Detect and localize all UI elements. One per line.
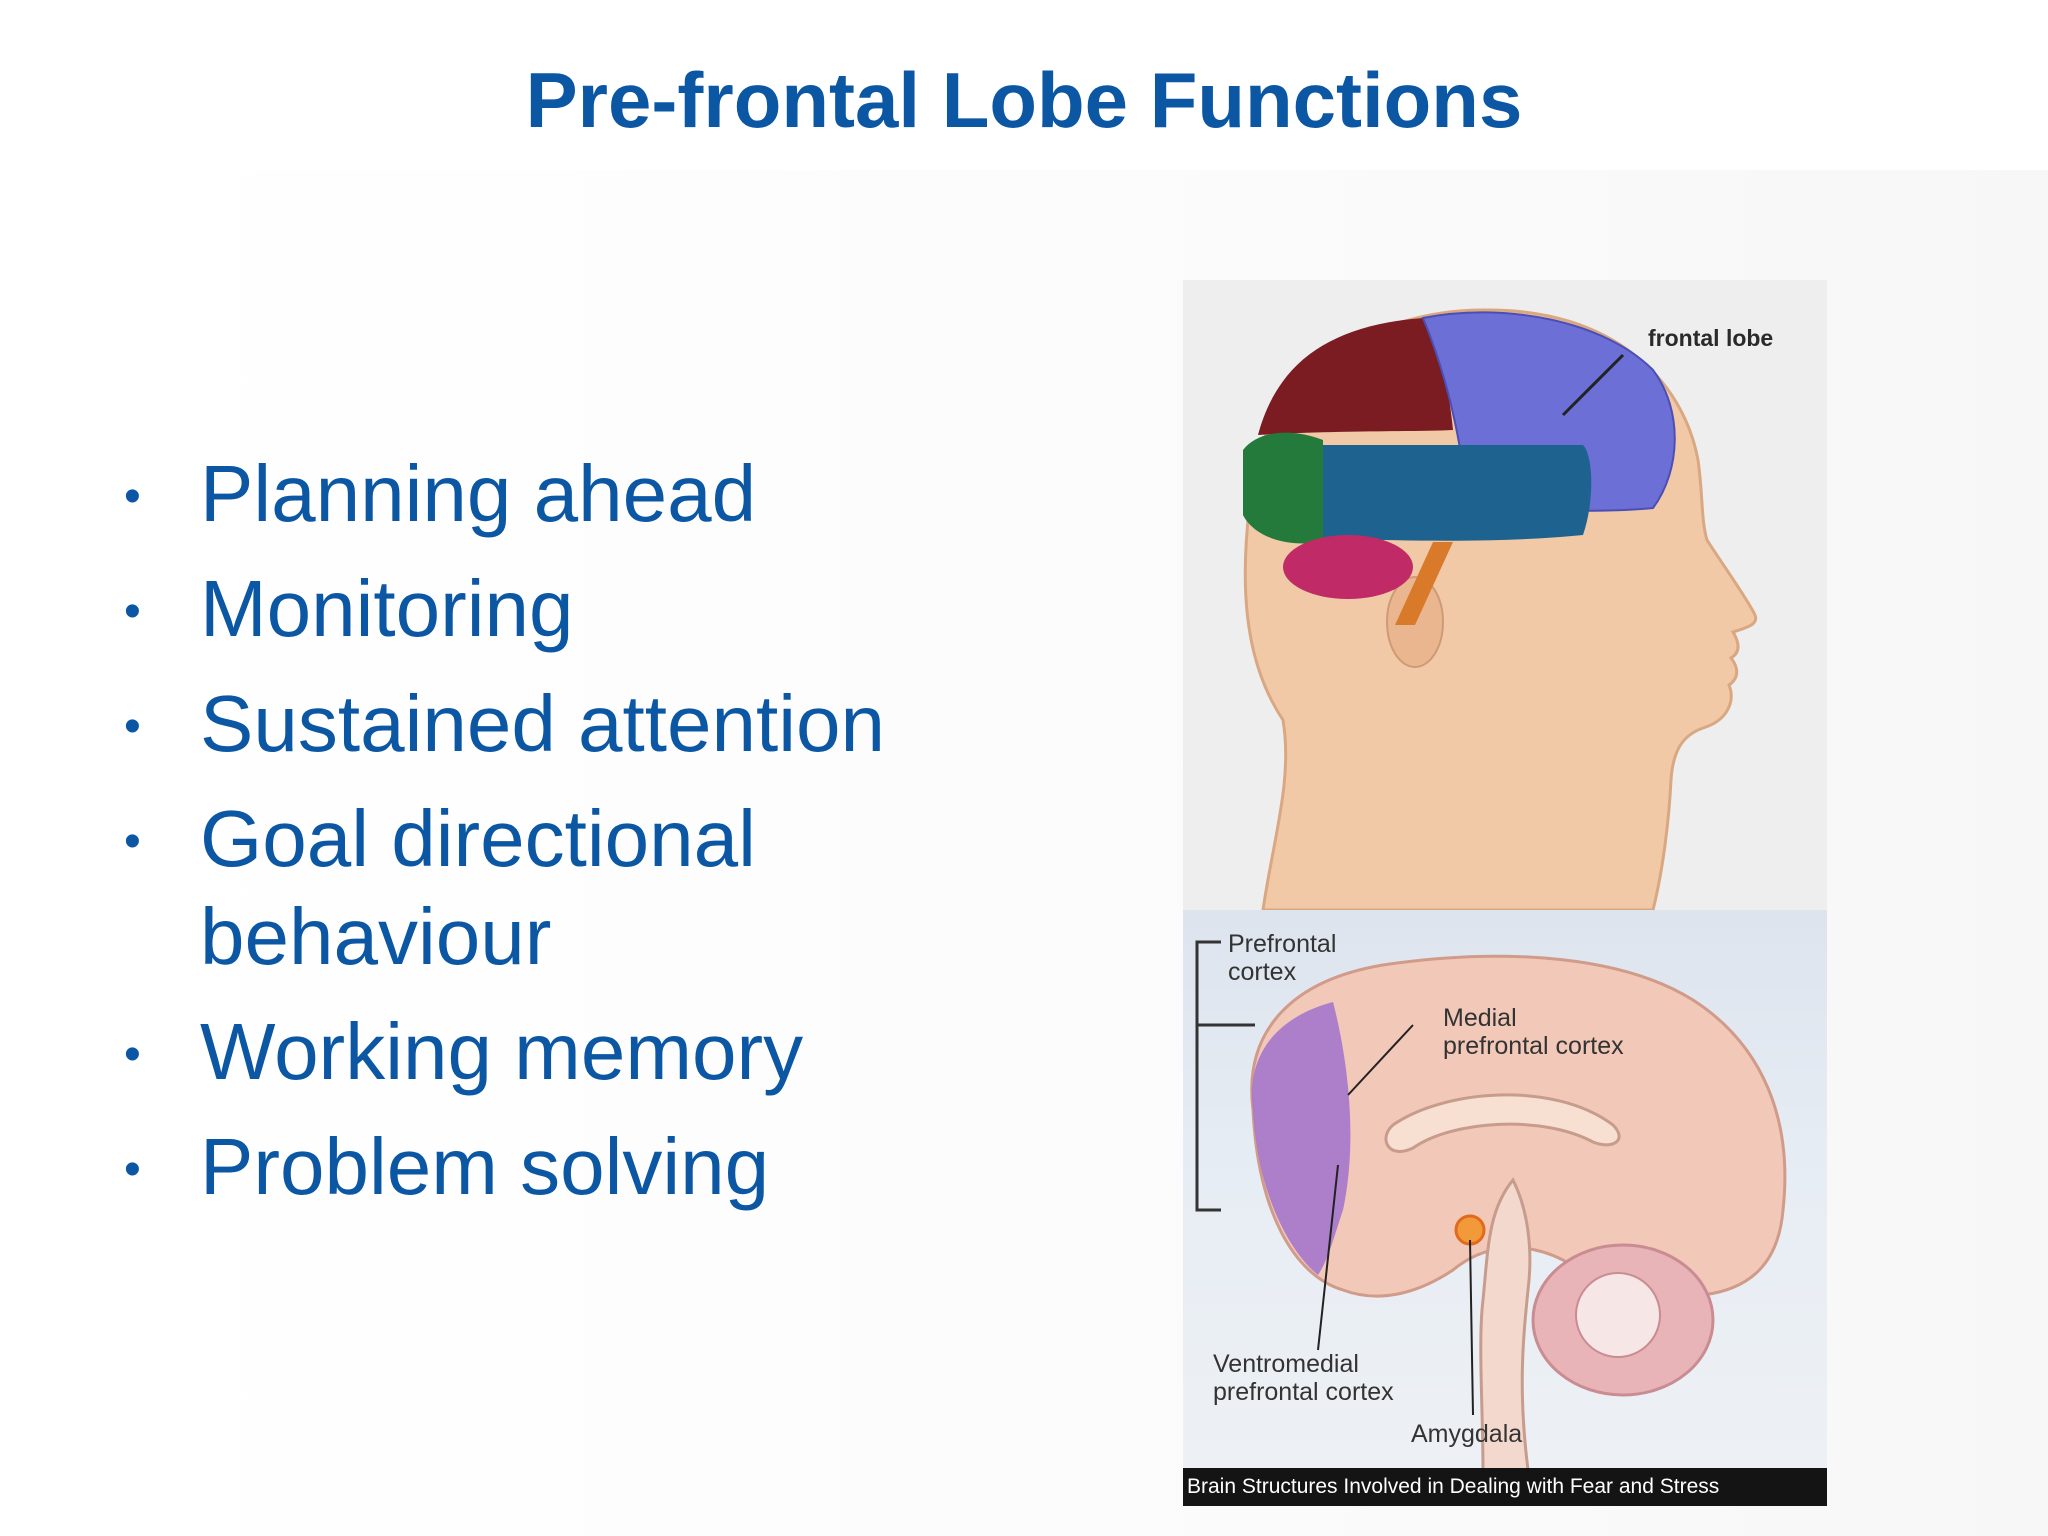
bullet-dot: • bbox=[124, 700, 141, 753]
bullet-dot: • bbox=[124, 585, 141, 638]
amygdala-label: Amygdala bbox=[1411, 1420, 1523, 1448]
bullet-text: Working memory bbox=[200, 1007, 804, 1096]
cerebrum bbox=[1250, 954, 1787, 1300]
bullet-dot: • bbox=[124, 470, 141, 523]
bullet-dot: • bbox=[124, 1143, 141, 1196]
head-profile-drawing bbox=[1243, 308, 1758, 912]
temporal-lobe bbox=[1313, 445, 1592, 541]
brainstem bbox=[1395, 542, 1453, 625]
bullet-dot: • bbox=[124, 1028, 141, 1081]
brain-illustration: frontal lobe bbox=[1183, 280, 1827, 1506]
bullet-item: • Goal directional behaviour bbox=[120, 790, 1020, 986]
arbor-vitae bbox=[1575, 1272, 1661, 1358]
medial-label-line2: prefrontal cortex bbox=[1443, 1032, 1624, 1060]
medial-leader-line bbox=[1347, 1024, 1414, 1096]
head-profile-image: frontal lobe bbox=[1183, 280, 1827, 912]
prefrontal-region bbox=[1251, 1002, 1351, 1275]
image-caption: Brain Structures Involved in Dealing wit… bbox=[1183, 1468, 1827, 1506]
bullet-text: Sustained attention bbox=[200, 679, 885, 768]
medial-label-line1: Medial bbox=[1443, 1004, 1517, 1032]
bullet-item: • Sustained attention bbox=[120, 675, 1020, 773]
ventromedial-label-line1: Ventromedial bbox=[1213, 1350, 1359, 1378]
bullet-dot: • bbox=[124, 815, 141, 868]
bullet-item: • Problem solving bbox=[120, 1118, 1020, 1216]
green-lobe bbox=[1243, 432, 1323, 544]
amygdala-leader-line bbox=[1469, 1239, 1474, 1416]
frontal-lobe-label: frontal lobe bbox=[1648, 325, 1774, 351]
ventromedial-leader-line bbox=[1317, 1164, 1339, 1351]
bullet-item: • Monitoring bbox=[120, 560, 1020, 658]
ventromedial-label-line2: prefrontal cortex bbox=[1213, 1378, 1394, 1406]
bullet-list: • Planning ahead • Monitoring • Sustaine… bbox=[120, 445, 1020, 1233]
sagittal-brain-image: Prefrontal cortex Medial prefrontal cort… bbox=[1183, 910, 1827, 1506]
bullet-text: Goal directional behaviour bbox=[200, 794, 756, 981]
occipital-lobe bbox=[1258, 318, 1453, 435]
slide-title: Pre-frontal Lobe Functions bbox=[525, 56, 1523, 144]
prefrontal-bracket bbox=[1195, 940, 1221, 1212]
frontal-lobe-leader-line bbox=[1561, 353, 1625, 417]
bullet-item: • Planning ahead bbox=[120, 445, 1020, 543]
corpus-callosum bbox=[1384, 1093, 1621, 1153]
bullet-text: Planning ahead bbox=[200, 449, 757, 538]
prefrontal-label-line2: cortex bbox=[1228, 958, 1297, 986]
bullet-text: Monitoring bbox=[200, 564, 574, 653]
bullet-text: Problem solving bbox=[200, 1122, 770, 1211]
bullet-item: • Working memory bbox=[120, 1003, 1020, 1101]
amygdala-marker bbox=[1454, 1214, 1486, 1246]
prefrontal-label-line1: Prefrontal bbox=[1228, 930, 1337, 958]
cerebellum bbox=[1283, 535, 1413, 599]
sagittal-brain-drawing bbox=[1195, 940, 1787, 1472]
